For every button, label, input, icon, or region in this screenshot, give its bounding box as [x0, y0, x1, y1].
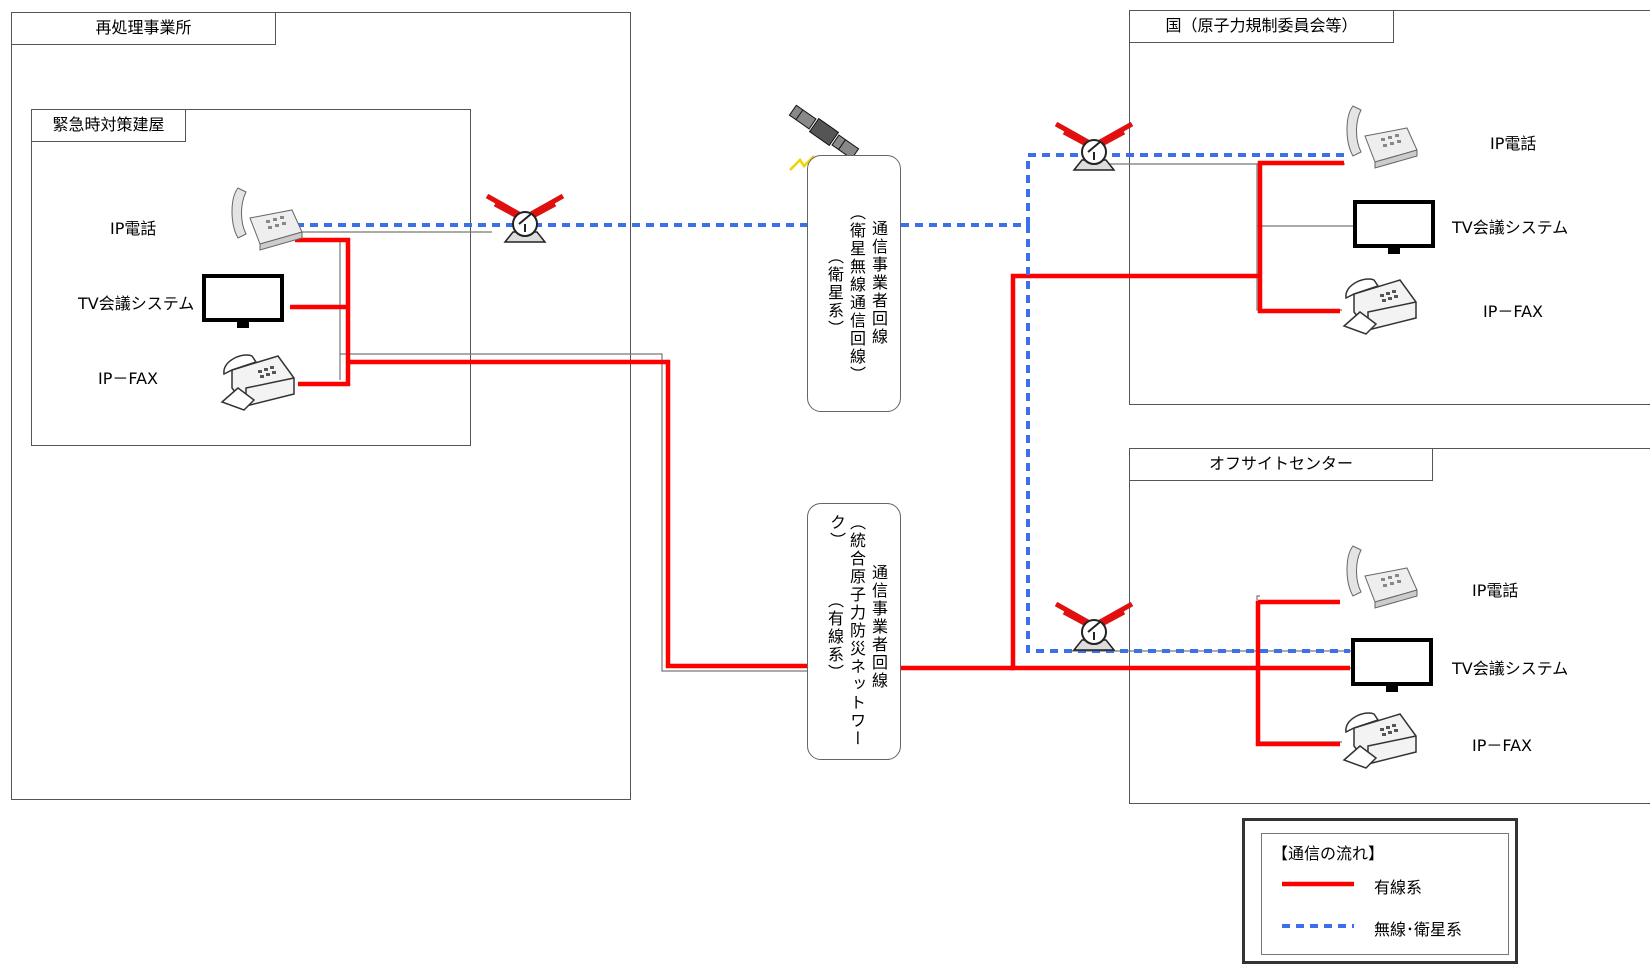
- reprocessing-fax-label: IP－FAX: [98, 365, 158, 389]
- wired-carrier-class: （有線系）: [824, 592, 844, 682]
- ip-phone-icon: [1347, 106, 1417, 168]
- legend-wired-label: 有線系: [1374, 874, 1422, 898]
- offsite-tv-label: TV会議システム: [1452, 655, 1568, 679]
- monitor-icon: [204, 276, 282, 328]
- fax-icon: [222, 355, 294, 410]
- legend-box: 【通信の流れ】 有線系 無線･衛星系: [1242, 818, 1518, 964]
- satellite-icon: [788, 104, 859, 161]
- legend-inner-frame: 【通信の流れ】 有線系 無線･衛星系: [1261, 833, 1509, 955]
- wired-carrier-name: 通信事業者回線: [868, 564, 888, 690]
- satellite-dish-icon: [1056, 124, 1132, 170]
- satellite-dish-icon: [487, 196, 563, 242]
- reprocessing-phone-label: IP電話: [110, 215, 156, 239]
- ip-phone-icon: [1347, 546, 1417, 608]
- reprocessing-tv-label: TV会議システム: [78, 290, 194, 314]
- satellite-carrier-type: （衛星無線通信回線）: [846, 204, 866, 384]
- legend-wireless-label: 無線･衛星系: [1374, 916, 1462, 940]
- satellite-carrier-name: 通信事業者回線: [868, 220, 888, 346]
- wired-carrier-box: 通信事業者回線 （統合原子力防災ネットワーク） （有線系）: [807, 503, 901, 760]
- monitor-icon: [1353, 640, 1431, 692]
- satellite-dish-icon: [1056, 604, 1132, 650]
- offsite-phone-label: IP電話: [1472, 577, 1518, 601]
- fax-icon: [1344, 279, 1416, 334]
- satellite-carrier-class: （衛星系）: [824, 248, 844, 338]
- monitor-icon: [1355, 202, 1433, 254]
- ip-phone-icon: [232, 188, 302, 250]
- government-tv-label: TV会議システム: [1452, 214, 1568, 238]
- government-phone-label: IP電話: [1490, 130, 1536, 154]
- government-fax-label: IP－FAX: [1483, 298, 1543, 322]
- offsite-fax-label: IP－FAX: [1472, 732, 1532, 756]
- fax-icon: [1344, 713, 1416, 768]
- satellite-carrier-box: 通信事業者回線 （衛星無線通信回線） （衛星系）: [807, 155, 901, 412]
